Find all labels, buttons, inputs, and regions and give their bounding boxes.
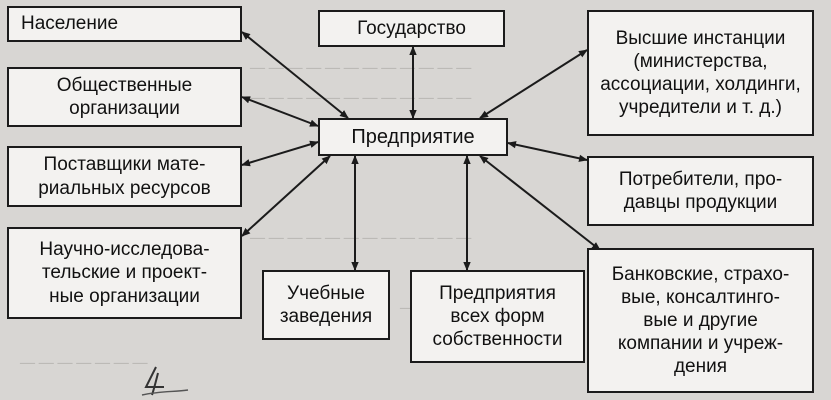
node-label: Население: [21, 13, 119, 35]
connector-naselenie: [241, 31, 349, 119]
node-bankovskie: Банковские, страхо- вые, консалтинго- вы…: [587, 248, 814, 393]
node-nauchno: Научно-исследова- тельские и проект- ные…: [7, 227, 242, 319]
node-postavshchiki: Поставщики мате- риальных ресурсов: [7, 146, 242, 207]
node-label: Предприятия всех форм собственности: [432, 282, 563, 351]
node-label: Государство: [357, 17, 466, 39]
connector-vysshie: [479, 49, 588, 119]
connector-obshchestvennye: [241, 96, 319, 127]
node-vysshie: Высшие инстанции (министерства, ассоциац…: [587, 10, 814, 136]
node-predpriyatiya-vsekh: Предприятия всех форм собственности: [410, 270, 585, 363]
bleed-through-text: — — — — — — —: [20, 355, 148, 371]
connector-potrebiteli: [507, 141, 588, 162]
connector-nauchno: [241, 155, 331, 237]
node-potrebiteli: Потребители, про- давцы продукции: [587, 156, 814, 226]
node-label: Учебные заведения: [279, 282, 373, 327]
connector-postavshchiki: [241, 140, 319, 167]
node-label: Поставщики мате- риальных ресурсов: [38, 154, 211, 199]
node-label: Потребители, про- давцы продукции: [618, 168, 783, 213]
node-uchebnye: Учебные заведения: [262, 270, 390, 340]
node-label: Высшие инстанции (министерства, ассоциац…: [600, 27, 801, 119]
node-obshchestvennye: Общественные организации: [7, 67, 242, 127]
center-node-label: Предприятие: [351, 125, 475, 148]
node-label: Общественные организации: [56, 74, 193, 119]
node-gosudarstvo: Государство: [318, 10, 505, 47]
node-naselenie: Население: [7, 6, 242, 42]
connector-bankovskie: [479, 155, 601, 251]
handwritten-mark: [141, 366, 189, 396]
center-node: Предприятие: [318, 118, 508, 156]
node-label: Научно-исследова- тельские и проект- ные…: [39, 239, 210, 307]
node-label: Банковские, страхо- вые, консалтинго- вы…: [611, 263, 790, 378]
